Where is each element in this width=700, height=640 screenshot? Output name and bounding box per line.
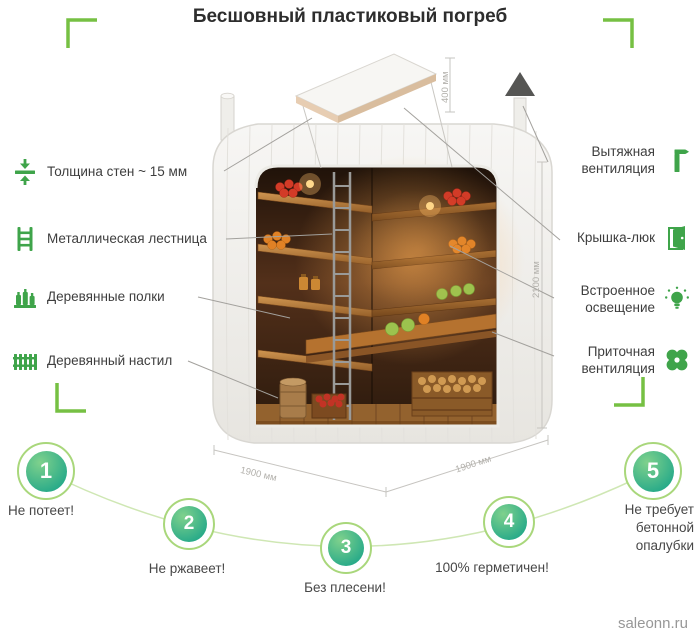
callout-metal-ladder: Металлическая лестница bbox=[12, 226, 207, 252]
callout-wooden-decking: Деревянный настил bbox=[12, 348, 172, 374]
callout-supply-ventilation: Приточная вентиляция bbox=[520, 343, 690, 378]
cellar-interior bbox=[254, 155, 525, 428]
hatch-lid bbox=[294, 53, 453, 169]
feature-number: 2 bbox=[171, 506, 207, 542]
supply-ventilation-icon bbox=[664, 347, 690, 373]
feature-number: 3 bbox=[328, 530, 364, 566]
feature-badge-1: 1 bbox=[17, 442, 75, 500]
callout-exhaust-ventilation: Вытяжная вентиляция bbox=[520, 143, 690, 178]
callout-label: Встроенное освещение bbox=[580, 283, 655, 316]
feature-label-4: 100% герметичен! bbox=[435, 560, 549, 575]
metal-ladder-icon bbox=[12, 226, 38, 252]
callout-label: Деревянные полки bbox=[47, 289, 165, 305]
feature-badge-2: 2 bbox=[163, 498, 215, 550]
callout-label: Приточная вентиляция bbox=[581, 344, 655, 377]
callout-wooden-shelves: Деревянные полки bbox=[12, 284, 165, 310]
feature-badge-5: 5 bbox=[624, 442, 682, 500]
watermark: saleonn.ru bbox=[617, 615, 688, 632]
callout-hatch-lid: Крышка-люк bbox=[520, 225, 690, 251]
callout-label: Крышка-люк bbox=[576, 230, 655, 246]
feature-label-3: Без плесени! bbox=[304, 580, 386, 595]
dimension-lines bbox=[213, 57, 549, 497]
feature-badge-4: 4 bbox=[483, 496, 535, 548]
callout-label: Вытяжная вентиляция bbox=[581, 144, 655, 177]
wall-thickness-icon bbox=[12, 159, 38, 185]
dimension-body-height: 2100 мм bbox=[531, 261, 542, 298]
feature-label-5: Не требует бетонной опалубки bbox=[624, 502, 694, 554]
callout-built-in-lighting: Встроенное освещение bbox=[520, 282, 690, 317]
callout-label: Толщина стен ~ 15 мм bbox=[47, 164, 188, 180]
dimension-lid-height: 400 мм bbox=[440, 71, 451, 103]
callout-wall-thickness: Толщина стен ~ 15 мм bbox=[12, 159, 187, 185]
built-in-lighting-icon bbox=[664, 286, 690, 312]
feature-label-1: Не потеет! bbox=[8, 503, 75, 518]
callout-label: Металлическая лестница bbox=[47, 231, 207, 247]
corner-brackets bbox=[55, 18, 645, 413]
wooden-shelves-icon bbox=[12, 284, 38, 310]
callout-label: Деревянный настил bbox=[47, 353, 173, 369]
feature-number: 4 bbox=[491, 504, 527, 540]
hatch-lid-icon bbox=[664, 225, 690, 251]
feature-number: 5 bbox=[632, 450, 674, 492]
feature-badge-3: 3 bbox=[320, 522, 372, 574]
leader-lines bbox=[187, 105, 561, 399]
exhaust-ventilation-icon bbox=[664, 147, 690, 173]
page-title: Бесшовный пластиковый погреб bbox=[192, 6, 508, 27]
feature-label-2: Не ржавеет! bbox=[148, 561, 226, 576]
wooden-decking-icon bbox=[12, 348, 38, 374]
feature-number: 1 bbox=[25, 450, 67, 492]
